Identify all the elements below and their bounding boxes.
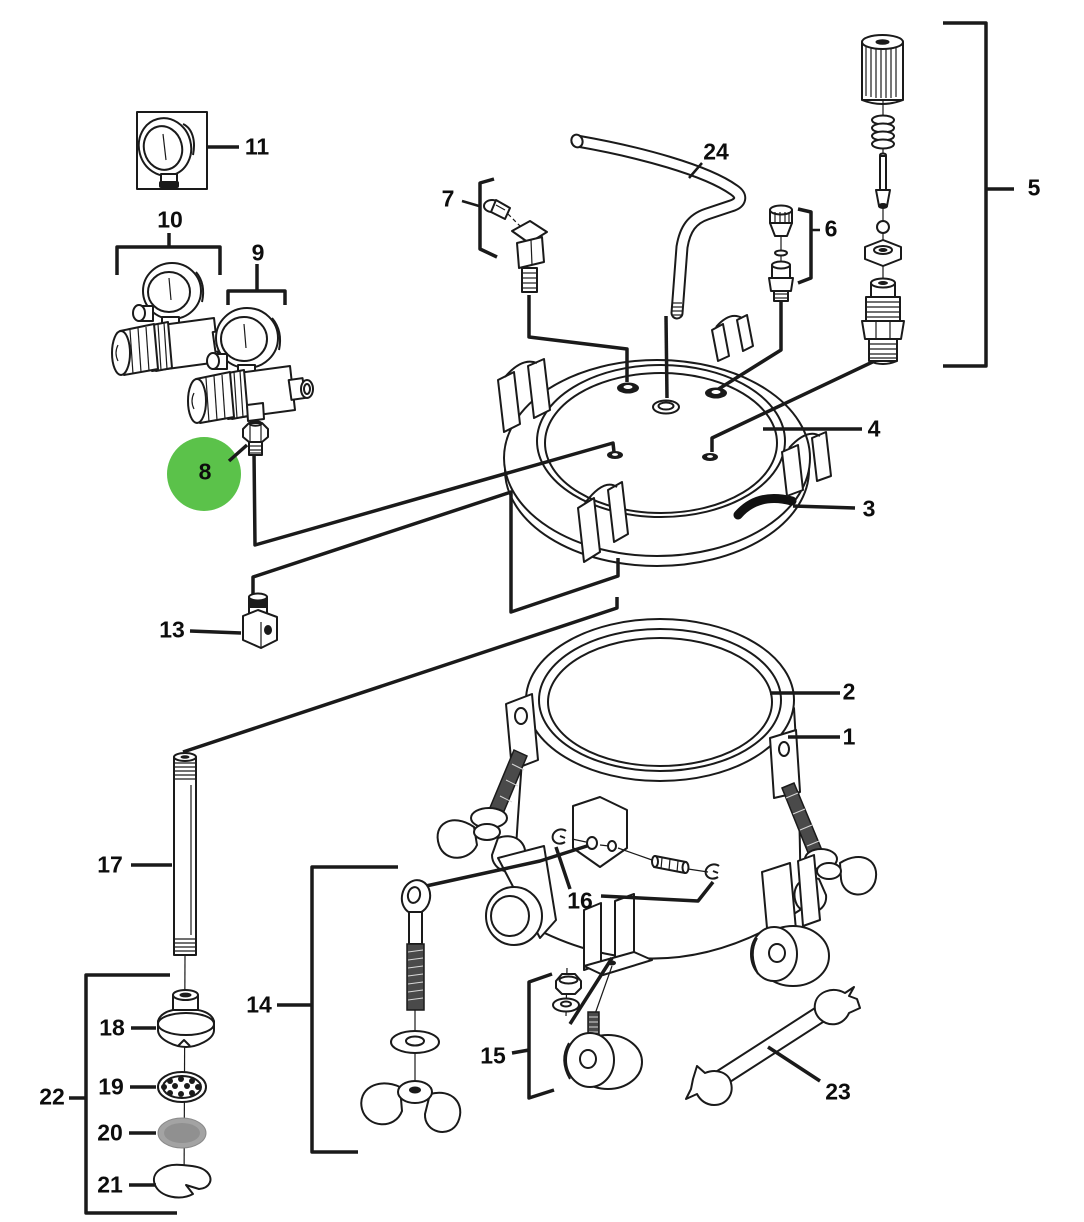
callout-10: 10 <box>157 206 183 233</box>
callout-21: 21 <box>97 1171 123 1198</box>
leader-23 <box>767 1045 821 1083</box>
callout-23: 23 <box>825 1078 851 1105</box>
callout-7: 7 <box>441 185 455 212</box>
part-23-wrench <box>685 986 861 1106</box>
part-10-regulator-assembly <box>111 262 238 376</box>
bracket-14 <box>277 865 398 1154</box>
callout-9: 9 <box>251 239 265 266</box>
callout-24: 24 <box>703 138 729 165</box>
part-6-relief-valve-assembly <box>768 204 794 302</box>
tank-clamp-left <box>436 693 539 873</box>
tank-caster-fork <box>583 893 653 1015</box>
tank-caster-left <box>485 845 557 946</box>
leader-13 <box>189 629 242 635</box>
callout-16: 16 <box>567 887 593 914</box>
callout-18: 18 <box>99 1014 125 1041</box>
callout-20: 20 <box>97 1119 123 1146</box>
lid-holes <box>607 382 727 461</box>
tank-caster-right <box>750 854 830 987</box>
callout-5: 5 <box>1027 174 1041 201</box>
callout-13: 13 <box>159 616 185 643</box>
part-16-lug-plate <box>572 796 628 868</box>
callout-17: 17 <box>97 851 123 878</box>
bracket-6 <box>797 207 820 285</box>
bracket-15 <box>511 972 555 1100</box>
callout-22: 22 <box>39 1083 65 1110</box>
part-14-wing-bolt-assembly <box>360 879 462 1133</box>
part-9-regulator-assembly <box>187 307 314 424</box>
lid-clip-left <box>497 358 551 433</box>
leader-8 <box>227 443 249 463</box>
part-13-elbow-fitting <box>242 592 278 649</box>
lid-leaders <box>763 427 862 739</box>
part-24-handle-tube <box>570 133 747 320</box>
part-4-lid <box>497 314 832 567</box>
callout-2: 2 <box>842 678 856 705</box>
part-20-filter-screen <box>157 1117 207 1149</box>
bracket-5 <box>943 21 1014 368</box>
part-2-tank-gasket <box>547 637 773 767</box>
callout-8-highlighted[interactable]: 8 <box>198 458 212 485</box>
part-11-gauge <box>136 111 208 190</box>
part-19-strainer-plate <box>157 1071 207 1103</box>
part-1-tank <box>436 618 878 1015</box>
highlight-circle-part-8[interactable] <box>167 437 241 511</box>
callout-14: 14 <box>246 991 272 1018</box>
lid-clip-bottom-left <box>577 481 629 563</box>
callout-4: 4 <box>867 415 881 442</box>
part-3-gasket <box>733 494 797 520</box>
lid-clip-right <box>781 431 832 497</box>
bracket-10 <box>115 233 222 275</box>
callout-15: 15 <box>480 1042 506 1069</box>
callout-19: 19 <box>98 1073 124 1100</box>
callout-3: 3 <box>862 495 876 522</box>
part-8-fitting <box>242 420 269 456</box>
tank-clamp-right <box>769 729 878 914</box>
bracket-7 <box>461 177 498 259</box>
part-18-strainer-housing <box>157 989 215 1048</box>
part-7-inlet-fitting-assembly <box>483 199 548 293</box>
callout-11: 11 <box>244 133 270 160</box>
part-15-caster-kit <box>552 967 643 1090</box>
lid-clip-top-right <box>711 314 754 362</box>
part-16-hinge-pin-kit <box>551 828 720 880</box>
leader-16 <box>554 846 715 903</box>
leader-24 <box>688 162 703 179</box>
callout-6: 6 <box>824 215 838 242</box>
bracket-9 <box>226 264 287 305</box>
part-21-clip <box>152 1163 212 1199</box>
part-5-safety-valve-assembly <box>861 34 905 365</box>
tank-rim <box>525 618 795 782</box>
bracket-22 <box>69 973 177 1215</box>
assembly-lines <box>182 295 885 1025</box>
callout-1: 1 <box>842 723 856 750</box>
